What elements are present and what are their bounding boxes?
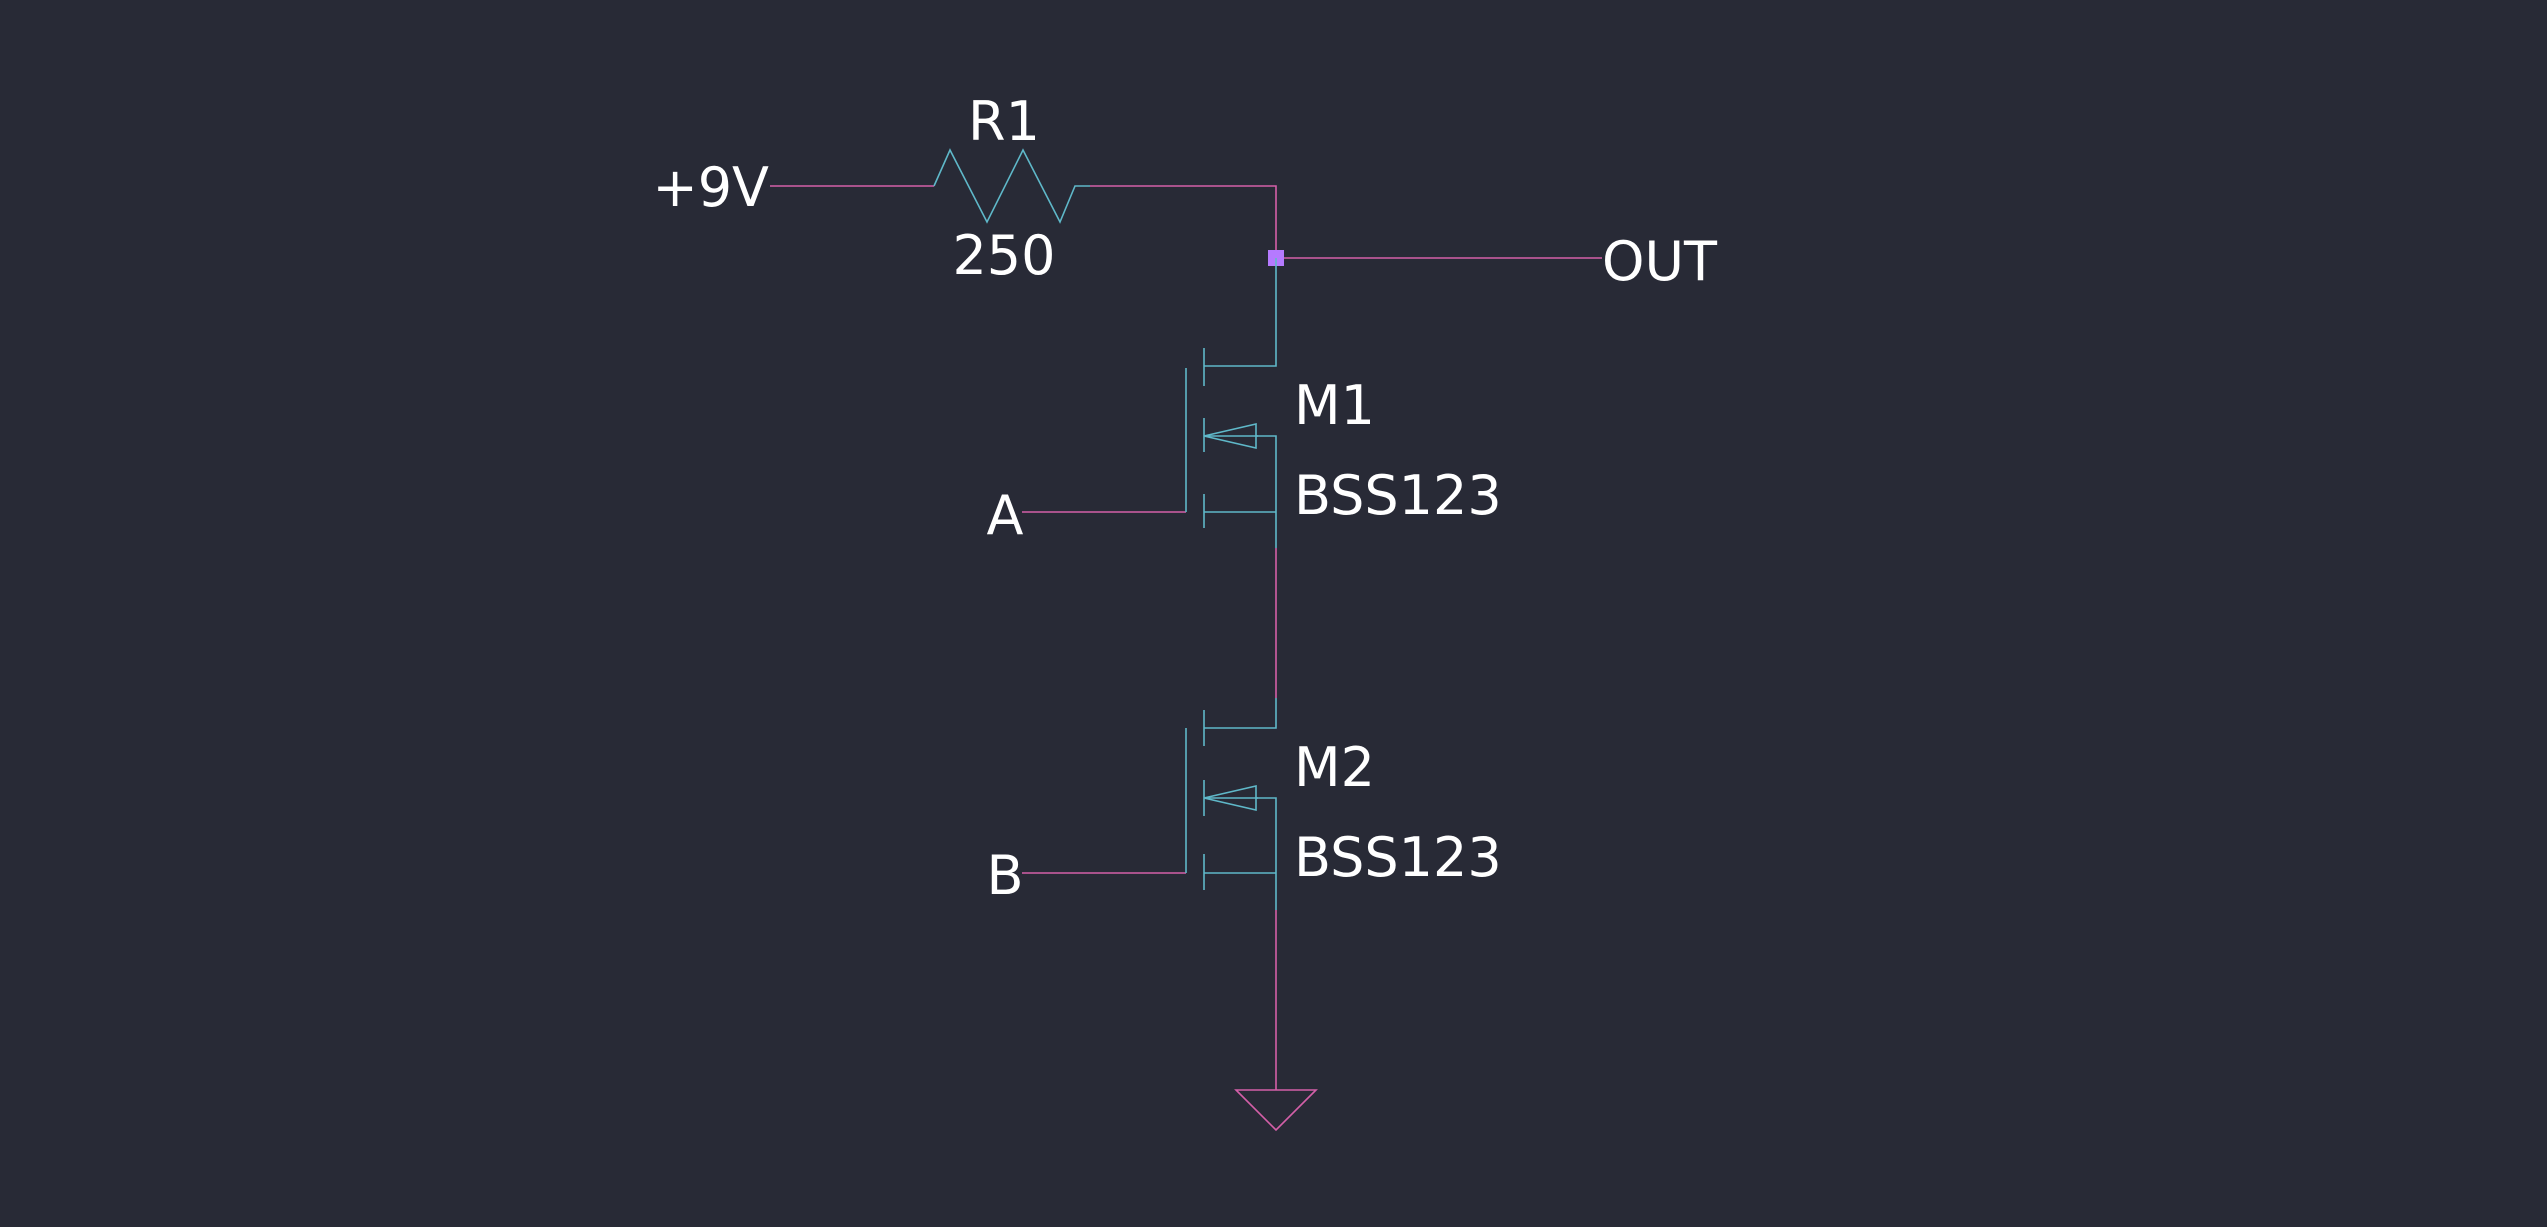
m2-body-tie [1256,797,1277,910]
output-net-label: OUT [1602,230,1718,293]
resistor-r1-symbol [933,148,1090,224]
m1-body-tie [1256,435,1277,548]
resistor-zigzag-icon [933,148,1090,224]
mosfet-m2-symbol [1185,698,1277,910]
input-b-net-label: B [986,844,1023,907]
r1-ref-label: R1 [968,90,1040,153]
input-a-net-label: A [987,484,1024,547]
supply-net-label: +9V [652,156,769,219]
wires [770,185,1602,1090]
r1-value-label: 250 [952,224,1055,287]
m1-value-label: BSS123 [1294,464,1502,527]
m2-drain-lead [1204,698,1277,729]
m1-ref-label: M1 [1294,374,1375,437]
m2-value-label: BSS123 [1294,826,1502,889]
m1-drain-lead [1204,258,1277,367]
ground-icon [1234,1089,1318,1132]
m2-ref-label: M2 [1294,736,1375,799]
wire-r1-to-node [1090,185,1277,258]
mosfet-m1-symbol [1185,258,1277,548]
